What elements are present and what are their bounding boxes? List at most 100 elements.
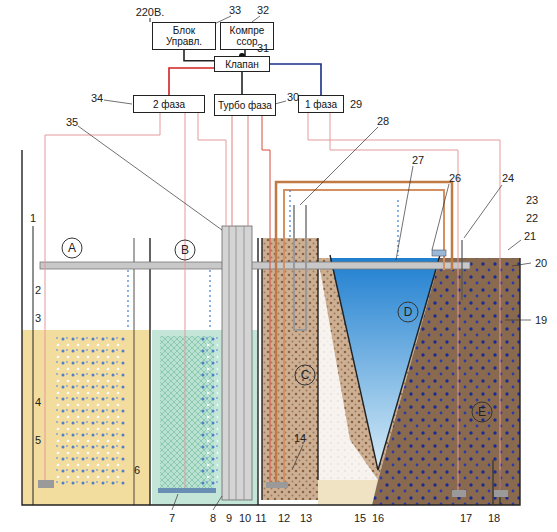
tank-part [22,150,520,505]
callout-number: 5 [35,435,41,446]
callout-number: 27 [412,155,424,166]
callout-number: 9 [226,513,232,524]
tank-part [261,238,262,500]
callout-number: 14 [294,433,306,444]
chamber-marker: C [294,364,316,386]
callout-number: 22 [526,213,538,224]
tank-part [464,185,502,238]
tank-part [432,184,449,250]
chamber-letter: E [478,406,486,418]
tank-part [512,263,531,266]
leader-lines [78,16,531,510]
tank-part [493,460,500,505]
tank-part [308,113,500,490]
callout-number: 33 [229,5,241,16]
tank-part [40,262,470,269]
callout-number: 32 [257,5,269,16]
circle-outline [472,402,492,422]
tank-part [78,126,222,230]
box-label: 1 фаза [303,99,339,110]
tank-part [330,113,458,490]
tank-part [330,255,440,470]
tank-walls [22,150,520,505]
chamber-letter: C [301,369,310,381]
callout-number: 2 [35,285,41,296]
box-label: 2 фаза [151,99,187,110]
phase-box: 2 фаза [133,95,205,113]
circle-outline [398,302,418,322]
callout-number: 10 [239,513,251,524]
chamber-letter: B [181,244,189,256]
tank-part [284,190,444,482]
tank-part [294,205,306,330]
tank-part [232,116,248,226]
callout-number: 3 [35,313,41,324]
tank-part [461,240,462,300]
callout-number: 7 [169,513,175,524]
callout-number: 30 [287,92,299,103]
tank-part [292,445,303,470]
tank-part [198,113,226,226]
callout-number: 1 [30,213,36,224]
air-lines [45,18,500,490]
diffusers [38,480,508,497]
chamber-marker: E [471,401,493,423]
callout-number: 35 [66,117,78,128]
callout-number: 23 [526,195,538,206]
tank-part [158,488,216,493]
callout-number: 13 [300,513,312,524]
callout-number: 24 [502,173,514,184]
control-line [184,50,214,61]
voltage-label: 220В. [136,7,165,18]
callout-number: 26 [449,173,461,184]
tank-part [372,258,520,505]
callout-number: 15 [354,513,366,524]
box-label: Клапан [223,59,261,70]
chamber-letter: D [404,306,413,318]
tank-part [300,127,378,205]
callout-number: 28 [377,116,389,127]
phase-box: Турбо фаза [214,94,276,116]
tank-part [508,240,521,250]
tank-part [257,238,258,505]
tank-part [55,336,125,486]
tank-part [289,190,290,240]
control-box: Блок Управл. [152,22,216,50]
callout-number: 31 [257,43,269,54]
callout-number: 29 [350,99,362,110]
callout-number: 19 [535,315,547,326]
tank-part [276,182,452,482]
valve-box: Клапан [214,56,270,72]
tank-part [396,166,413,260]
chamber-marker: D [397,301,419,323]
tank-part [45,113,160,480]
tank-part [33,226,34,505]
tank-part [452,490,466,497]
tank-part [200,336,218,486]
phase-box: 1 фаза [298,95,344,113]
water-drips [128,190,398,330]
control-line [169,68,214,95]
tank-part [104,100,132,104]
callout-number: 17 [460,513,472,524]
callout-number: 18 [488,513,500,524]
tank-part [185,113,186,490]
tank-fills [22,238,520,505]
callout-number: 12 [278,513,290,524]
callout-number: 20 [535,258,547,269]
box-label: Блок Управл. [153,25,215,47]
callout-number: 34 [91,93,103,104]
chamber-letter: A [68,242,76,254]
chamber-marker: B [174,239,196,261]
tank-part [22,330,150,505]
callout-number: 21 [524,231,536,242]
tank-part [213,496,222,510]
chamber-marker: A [61,237,83,259]
tank-part [317,238,318,480]
tank-part [505,320,531,321]
tank-part [432,250,446,256]
tank-part [318,480,378,505]
